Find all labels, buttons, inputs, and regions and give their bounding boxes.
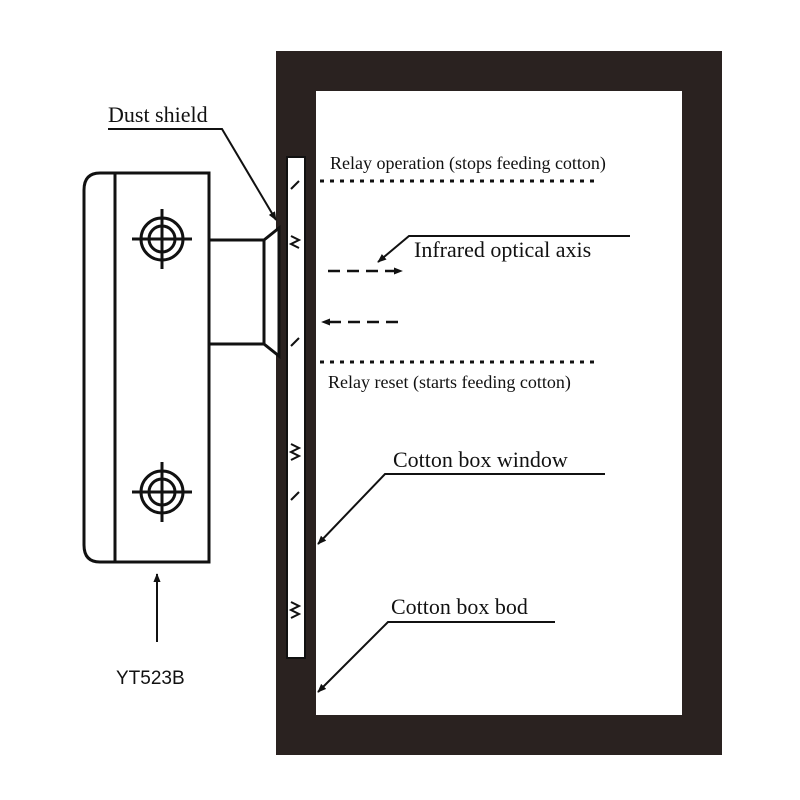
body-leader — [317, 621, 555, 693]
window-label: Cotton box window — [393, 447, 568, 472]
window-fasteners — [288, 180, 302, 619]
sensor-back-cap — [82, 171, 117, 564]
fastener-mark — [290, 491, 300, 501]
leader-lines — [108, 128, 630, 693]
sensor-neck — [207, 238, 266, 346]
infrared-axis-label: Infrared optical axis — [414, 237, 591, 262]
window-leader — [317, 473, 605, 545]
sensor-model-label: YT523B — [116, 668, 185, 689]
dust-shield-leader — [108, 128, 277, 221]
screw-icon — [132, 462, 192, 522]
cotton-box-window — [286, 156, 306, 659]
dust-shield-label: Dust shield — [108, 102, 208, 127]
fastener-mark — [288, 601, 302, 619]
fastener-mark — [288, 443, 302, 461]
fastener-mark — [290, 337, 300, 347]
screw-icon — [132, 209, 192, 269]
dust-shield — [262, 224, 281, 360]
fastener-mark — [290, 180, 300, 190]
body-label: Cotton box bod — [391, 594, 528, 619]
infrared-axis-leader — [377, 235, 630, 263]
fastener-mark — [288, 235, 302, 249]
relay-reset-label: Relay reset (starts feeding cotton) — [328, 372, 571, 393]
relay-operation-label: Relay operation (stops feeding cotton) — [330, 153, 606, 174]
